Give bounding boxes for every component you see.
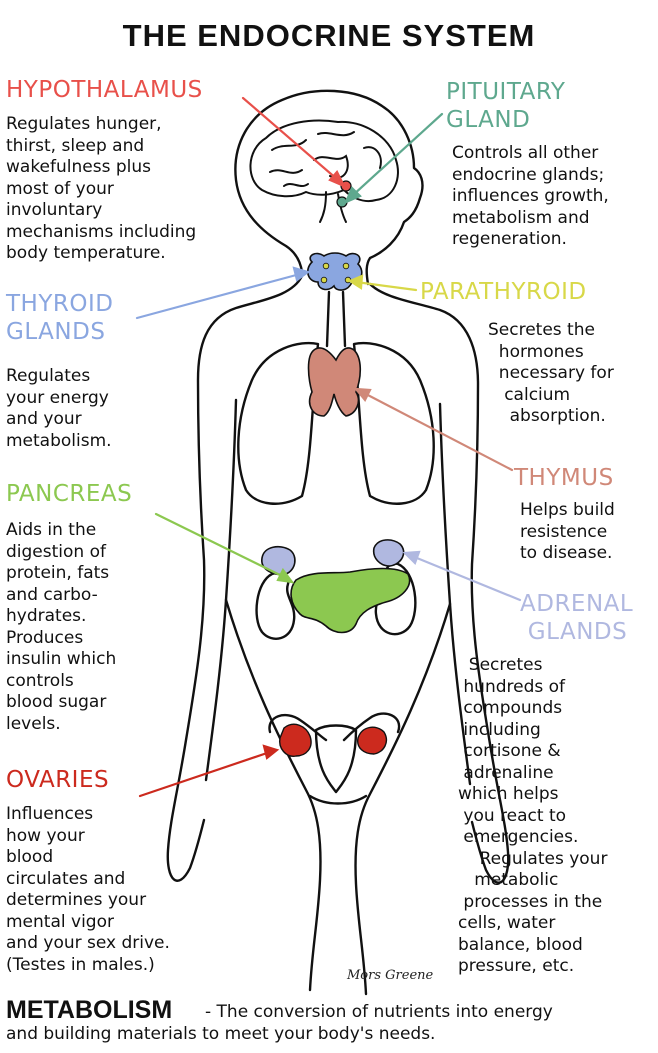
kidney-left bbox=[255, 571, 296, 640]
lung-right bbox=[352, 341, 435, 505]
thymus-arrow bbox=[360, 390, 514, 472]
thymus-gland bbox=[307, 347, 362, 417]
hip-left bbox=[224, 598, 322, 992]
ovary-right bbox=[357, 726, 388, 755]
pituitary-arrow bbox=[350, 112, 444, 198]
parathyroid-description: Secretes the hormones necessary for calc… bbox=[488, 320, 614, 426]
arm-inner-left bbox=[204, 398, 238, 782]
ovary-left bbox=[279, 723, 312, 757]
thymus-label: THYMUS bbox=[514, 465, 614, 491]
torso-left bbox=[166, 274, 304, 882]
ovaries-arrow bbox=[138, 750, 272, 798]
hypothalamus-label: HYPOTHALAMUS bbox=[6, 77, 203, 103]
thyroid-description: Regulates your energy and your metabolis… bbox=[6, 366, 112, 451]
artist-signature: Mors Greene bbox=[347, 968, 434, 983]
pancreas-arrow bbox=[154, 512, 288, 580]
hip-right bbox=[354, 602, 452, 996]
metabolism-definition-line2: and building materials to meet your body… bbox=[6, 1024, 436, 1044]
adrenal-label: ADRENAL GLANDS bbox=[520, 591, 634, 645]
pituitary-label: PITUITARY GLAND bbox=[446, 79, 566, 133]
brain-folds bbox=[269, 131, 382, 187]
thymus-description: Helps build resistence to disease. bbox=[520, 500, 615, 563]
crotch bbox=[308, 794, 368, 805]
ovaries-label: OVARIES bbox=[6, 767, 110, 793]
metabolism-term: METABOLISM bbox=[6, 996, 173, 1024]
thyroid-label: THYROID GLANDS bbox=[6, 291, 114, 345]
parathyroid-label: PARATHYROID bbox=[420, 279, 587, 305]
pancreas-label: PANCREAS bbox=[6, 481, 133, 507]
pancreas-gland bbox=[290, 567, 411, 634]
ovaries-description: Influences how your blood circulates and… bbox=[6, 804, 170, 975]
uterus bbox=[268, 712, 401, 794]
head-outline bbox=[234, 89, 424, 286]
page-title: THE ENDOCRINE SYSTEM bbox=[122, 18, 536, 53]
hypothalamus-arrow bbox=[241, 96, 340, 182]
torso-right bbox=[368, 282, 510, 884]
brain-outline bbox=[249, 119, 399, 202]
adrenal-arrow bbox=[410, 554, 522, 602]
adrenal-description: Secretes hundreds of compounds including… bbox=[458, 655, 608, 976]
trachea bbox=[325, 290, 347, 348]
pancreas-description: Aids in the digestion of protein, fats a… bbox=[6, 520, 117, 734]
hypothalamus-description: Regulates hunger, thirst, sleep and wake… bbox=[6, 114, 197, 263]
lung-left bbox=[237, 341, 320, 505]
adrenal-left bbox=[261, 545, 296, 576]
brain-stem bbox=[319, 191, 347, 223]
metabolism-definition-line1: - The conversion of nutrients into energ… bbox=[205, 1002, 553, 1022]
thyroid-arrow bbox=[135, 272, 302, 320]
pituitary-description: Controls all other endocrine glands; inf… bbox=[452, 143, 609, 249]
adrenal-right bbox=[372, 539, 405, 567]
parathyroid-arrow bbox=[354, 280, 418, 292]
